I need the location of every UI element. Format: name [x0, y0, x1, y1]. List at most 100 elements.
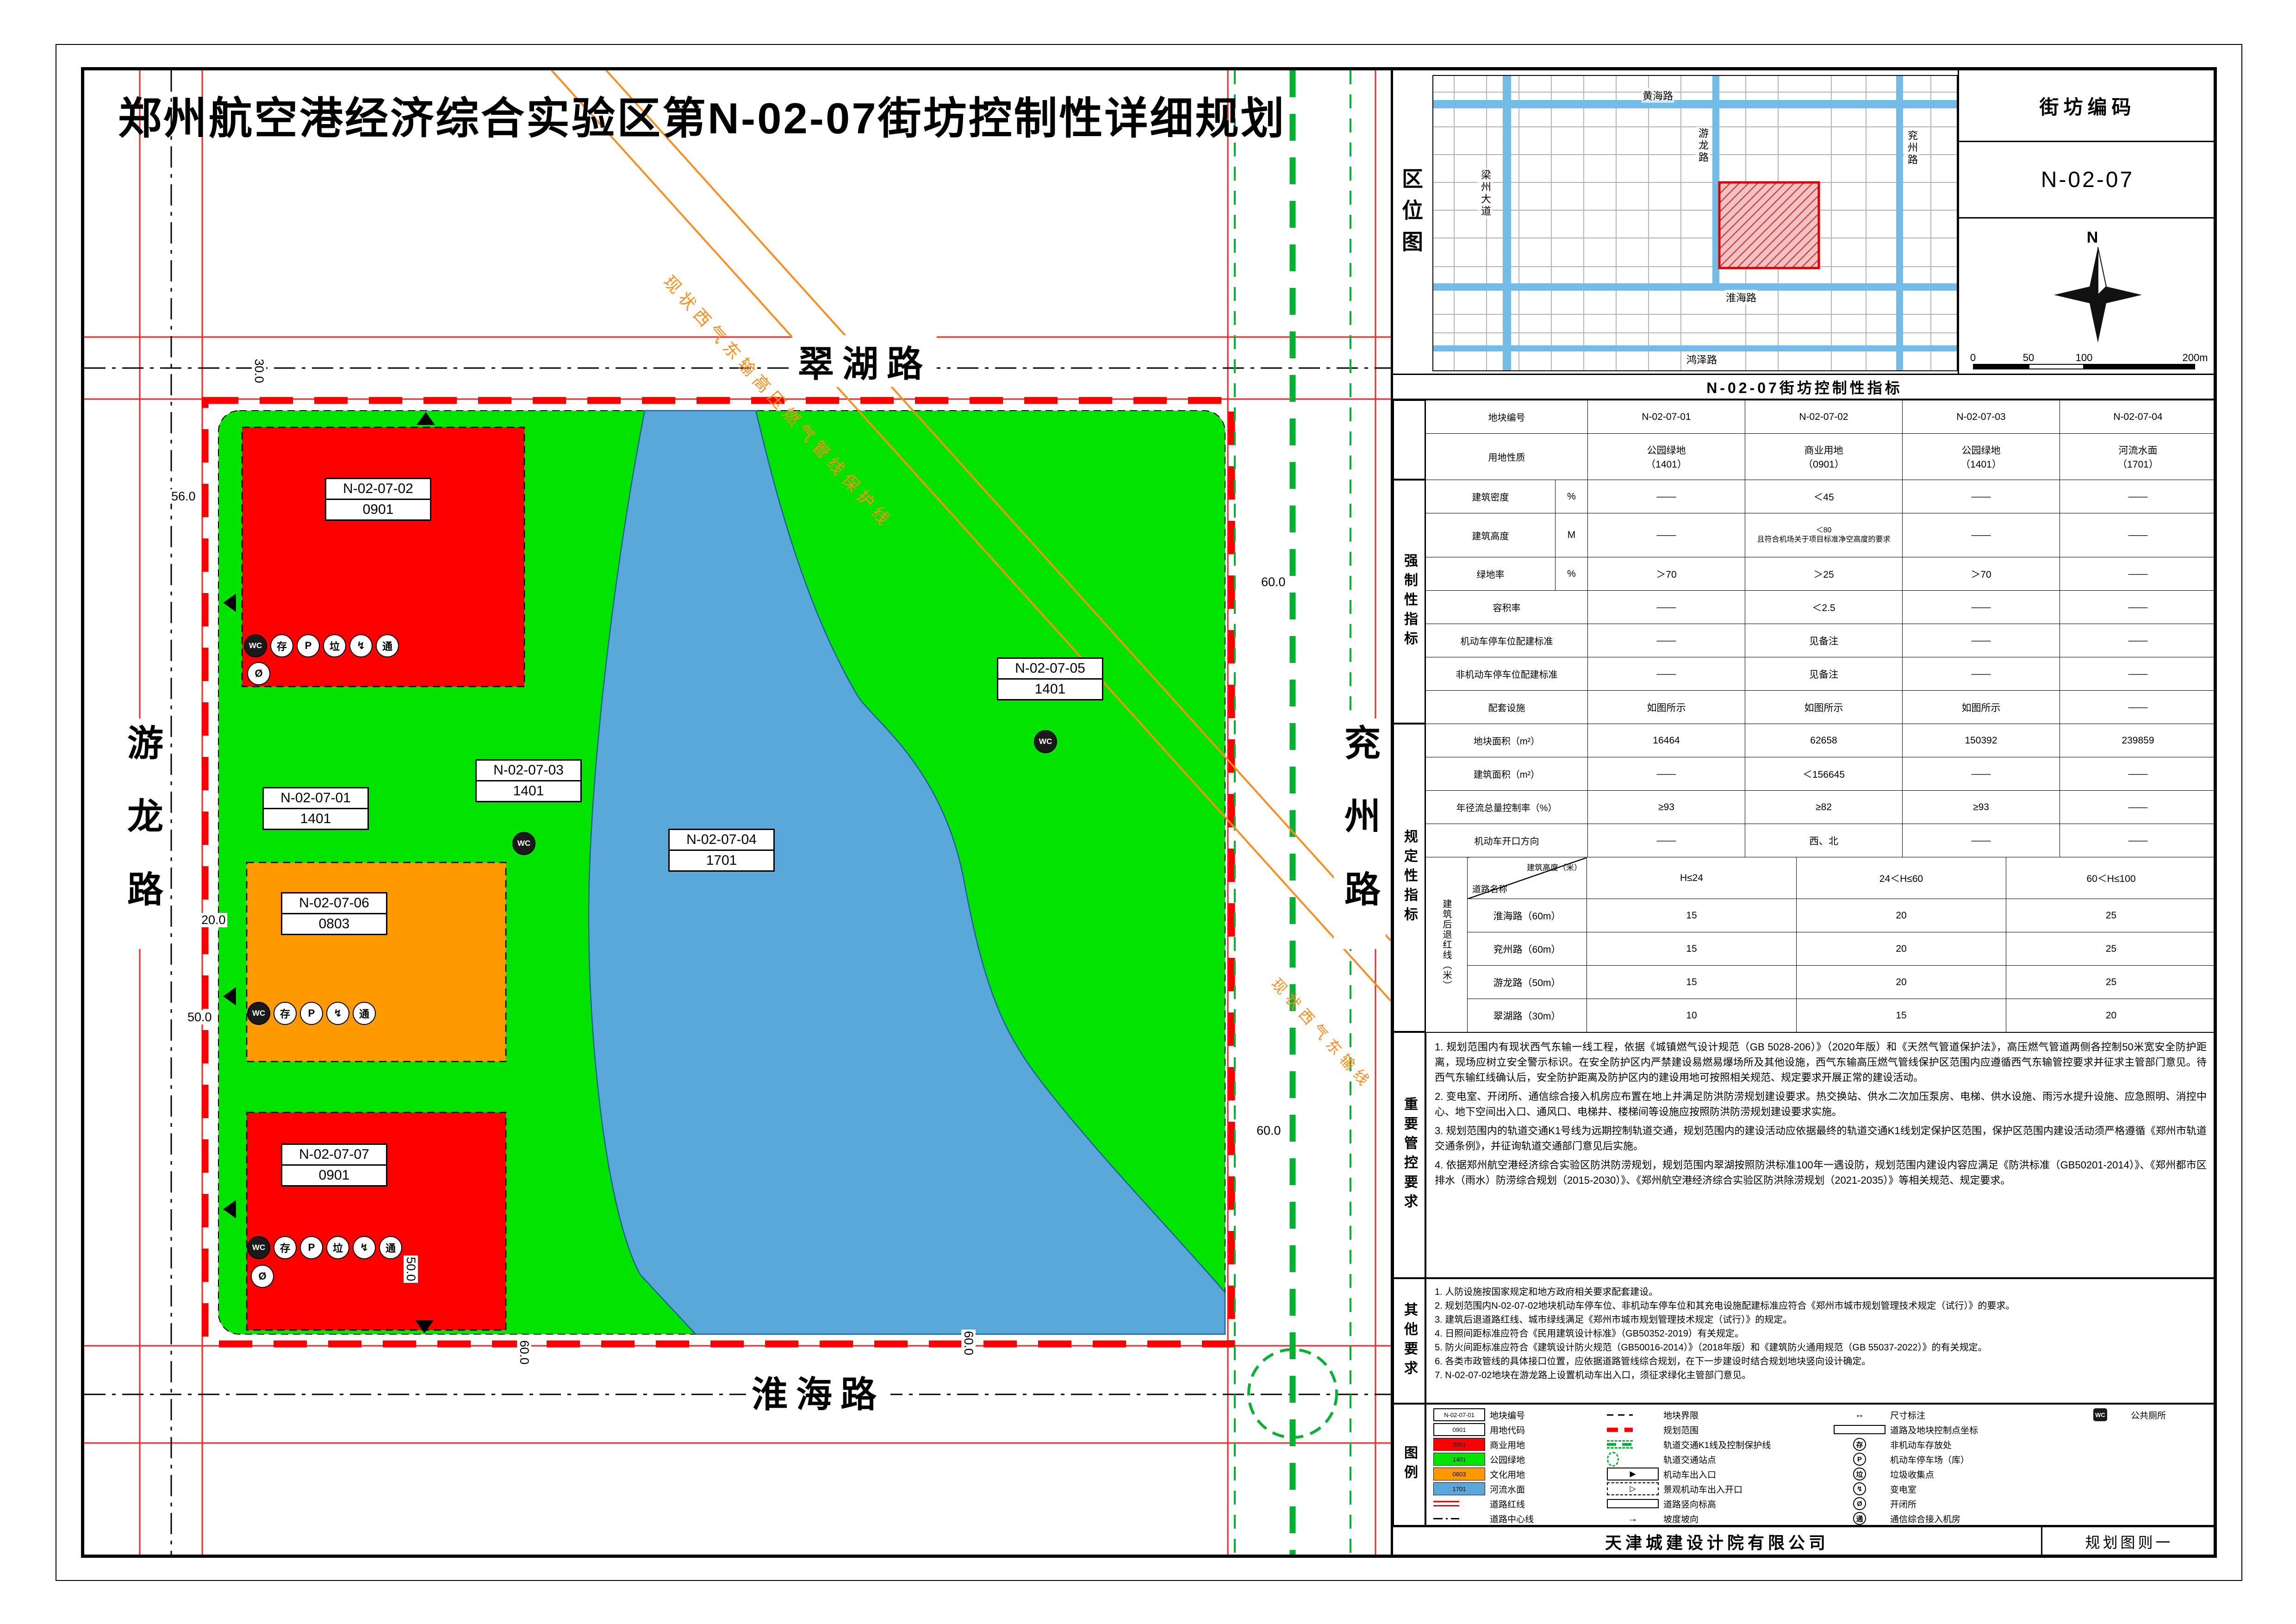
row-label: 建筑密度 — [1425, 480, 1556, 513]
other-requirements: 1. 人防设施按国家规定和地方政府相关要求配套建设。2. 规划范围内N-02-0… — [1425, 1278, 2216, 1404]
legend-symbol-icon: ▶ — [1607, 1468, 1659, 1480]
cell: ≥82 — [1745, 790, 1903, 824]
legend-symbol-icon: 0901 — [1433, 1438, 1485, 1451]
cell: —— — [1902, 757, 2060, 791]
cell: N-02-07-03 — [1902, 400, 2060, 434]
road-label-south: 淮海路 — [746, 1366, 891, 1418]
cell: 20 — [1796, 899, 2006, 932]
cell: —— — [2060, 513, 2216, 557]
cell: —— — [1902, 480, 2060, 513]
legend-symbol-text: 0803 — [1433, 1468, 1485, 1480]
legend-symbol-icon — [1607, 1497, 1659, 1510]
cell: 16464 — [1587, 724, 1745, 757]
table-row: 机动车开口方向 —— 西、北 —— —— — [1425, 824, 2216, 857]
legend-symbol-icon — [1433, 1512, 1485, 1525]
table-row: 机动车停车位配建标准 —— 见备注 —— —— — [1425, 624, 2216, 657]
legend-item: 道路及地块控制点坐标 — [1834, 1422, 2065, 1437]
legend-item-label: 文化用地 — [1490, 1470, 1525, 1480]
metro-station-circle — [1247, 1348, 1338, 1439]
legend-symbol-text — [1633, 1408, 1659, 1421]
cell: —— — [1587, 480, 1745, 513]
road-label-west: 游龙路 — [117, 718, 168, 949]
block-code-value: N-02-07 — [1958, 142, 2216, 219]
legend-symbol-icon: 1401 — [1433, 1453, 1485, 1466]
legend-symbol-icon: 1701 — [1433, 1482, 1485, 1495]
table-row: 容积率 —— ＜2.5 —— —— — [1425, 590, 2216, 624]
legend-symbol-text: WC — [2093, 1408, 2107, 1421]
row-label: 年径流总量控制率（%） — [1425, 790, 1588, 824]
dimension-label: 20.0 — [200, 913, 227, 927]
compass-star-highlight — [2097, 247, 2107, 296]
legend-symbol-text — [1459, 1512, 1485, 1525]
legend-column-1: N-02-07-01 地块编号 0901 用地代码 0901 商业用地 — [1433, 1407, 1600, 1526]
cell: N-02-07-02 — [1745, 400, 1903, 434]
legend-symbol-icon: P — [1834, 1453, 1885, 1466]
legend-symbol-text: 0901 — [1433, 1423, 1485, 1436]
gas-pipeline-lines — [551, 69, 1392, 1002]
table-row: 年径流总量控制率（%） ≥93 ≥82 ≥93 —— — [1425, 790, 2216, 824]
road-name: 淮海路（60m） — [1467, 899, 1587, 932]
location-minimap: 黄海路 梁州大道 游龙路 兖州路 淮海路 鸿泽路 — [1432, 75, 1958, 371]
parcel-code: 1701 — [706, 853, 737, 868]
cell: 15 — [1796, 999, 2006, 1032]
legend-symbol-text: ▶ — [1607, 1468, 1659, 1480]
legend-item: 通 通信综合接入机房 — [1834, 1511, 2065, 1526]
legend-symbol-icon: ↯ — [1834, 1482, 1885, 1495]
dimension-label: 60.0 — [1260, 575, 1287, 589]
legend-item: 轨道交通K1线及控制保护线 — [1607, 1437, 1824, 1452]
legend-item-label: 开闭所 — [1890, 1499, 1917, 1510]
table-row: 游龙路（50m） 15 20 25 — [1426, 965, 2216, 999]
legend-symbol-text — [1633, 1423, 1659, 1436]
legend-item: 1401 公园绿地 — [1433, 1452, 1600, 1467]
legend-symbol-icon: 通 — [1834, 1512, 1885, 1525]
legend-symbol-icon: N-02-07-01 — [1433, 1408, 1485, 1421]
vehicle-entrance-arrow-icon — [415, 1320, 434, 1333]
road-label-north: 翠湖路 — [792, 335, 937, 387]
legend-item-label: 河流水面 — [1490, 1485, 1525, 1495]
legend-item-label: 公园绿地 — [1490, 1455, 1525, 1465]
vehicle-entrance-arrow-icon — [223, 593, 236, 612]
legend-column-3: ↔ 尺寸标注 道路及地块控制点坐标 存 非机动车存放处 P — [1834, 1407, 2065, 1526]
legend-symbol-text — [1619, 1453, 1659, 1466]
minimap-street-grid — [1433, 76, 1957, 370]
parcel-id: N-02-07-01 — [264, 788, 367, 809]
cell: 如图所示 — [1587, 690, 1745, 724]
facility-icon: 存 — [274, 1236, 297, 1259]
legend-item-label: 地块编号 — [1490, 1411, 1525, 1421]
legend-item: WC 公共厕所 — [2074, 1407, 2213, 1422]
cell: ＜156645 — [1745, 757, 1903, 791]
parcel-label-03: N-02-07-03 1401 — [475, 759, 582, 802]
compass-north-label: N — [2087, 229, 2098, 246]
corner-top-label: 建筑高度（米） — [1527, 863, 1582, 872]
cell: 239859 — [2060, 724, 2216, 757]
legend-symbol-text: 通 — [1853, 1512, 1866, 1525]
side-label-control: 重要管控要求 — [1393, 1032, 1425, 1278]
facility-icon: 通 — [376, 634, 399, 657]
facility-icon: P — [297, 634, 320, 657]
minimap-blue-roads — [1433, 76, 1957, 370]
legend-symbol-text: N-02-07-01 — [1433, 1408, 1485, 1421]
toilet-icon: WC — [1034, 730, 1057, 753]
cell: 150392 — [1902, 724, 2060, 757]
legend-symbol-icon: Ø — [1834, 1497, 1885, 1510]
parcel-label-04: N-02-07-04 1701 — [668, 829, 775, 872]
table-row: 淮海路（60m） 15 20 25 — [1426, 899, 2216, 932]
cell: ＜2.5 — [1745, 590, 1903, 624]
cell: —— — [2060, 790, 2216, 824]
legend-item-label: 尺寸标注 — [1890, 1411, 1926, 1421]
minimap-road-label: 鸿泽路 — [1686, 352, 1718, 367]
note-line: 3. 建筑后退道路红线、城市绿线满足《郑州市城市规划管理技术规定（试行）》的规定… — [1435, 1315, 1792, 1325]
table-row: 建筑面积（m²） —— ＜156645 —— —— — [1425, 757, 2216, 791]
cell: 见备注 — [1745, 657, 1903, 691]
note-line: 1. 人防设施按国家规定和地方政府相关要求配套建设。 — [1435, 1287, 1658, 1297]
legend-item: ↔ 尺寸标注 — [1834, 1407, 2065, 1422]
legend-symbol-icon: 垃 — [1834, 1468, 1885, 1480]
legend-item: 垃 垃圾收集点 — [1834, 1467, 2065, 1481]
cell: 15 — [1587, 899, 1797, 932]
legend-symbol-icon: 存 — [1834, 1438, 1885, 1451]
scale-tick: 50 — [2022, 352, 2035, 363]
design-company: 天津城建设计院有限公司 — [1605, 1533, 1829, 1552]
cell: 20 — [1796, 965, 2006, 999]
